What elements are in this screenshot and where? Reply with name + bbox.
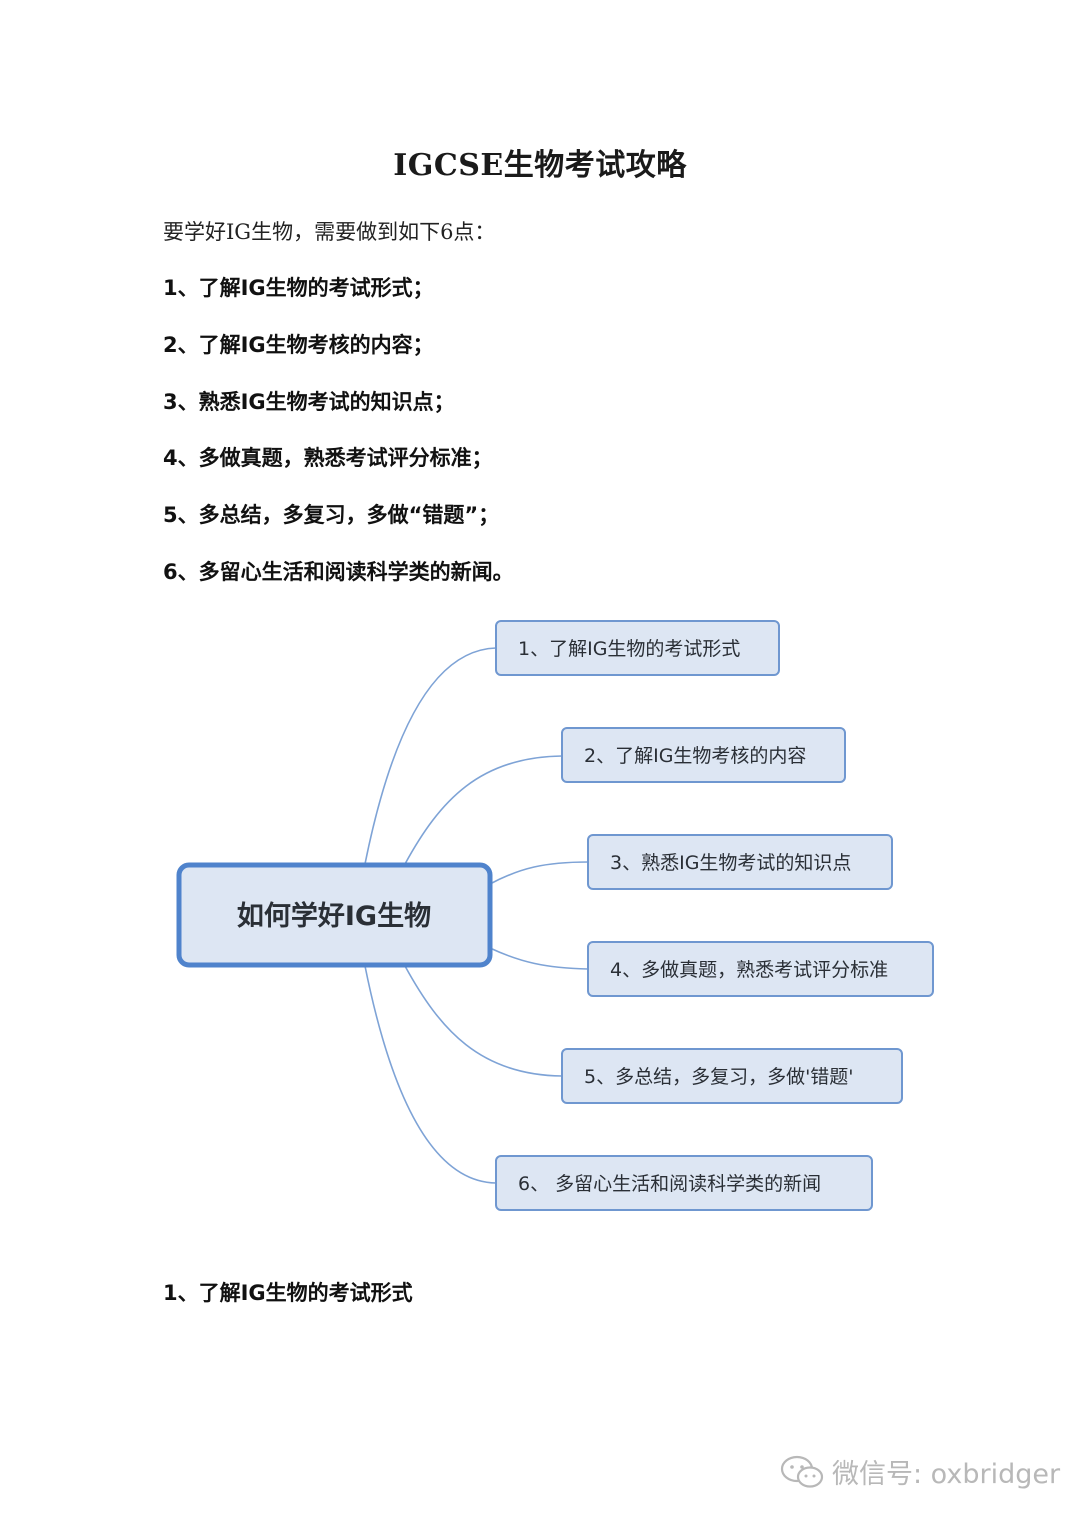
branch-4-label: 4、多做真题，熟悉考试评分标准 [610, 959, 888, 981]
mindmap-branch-1: 1、了解IG生物的考试形式 [495, 620, 780, 676]
mindmap-branch-2: 2、了解IG生物考核的内容 [561, 727, 846, 783]
connector-2 [404, 755, 563, 865]
point-6: 6、多留心生活和阅读科学类的新闻。 [163, 560, 514, 584]
connector-5 [404, 965, 563, 1077]
mindmap-branch-6: 6、 多留心生活和阅读科学类的新闻 [495, 1155, 873, 1211]
mindmap-branch-5: 5、多总结，多复习，多做'错题' [561, 1048, 903, 1104]
point-2: 2、了解IG生物考核的内容； [163, 333, 434, 357]
mindmap-connectors [364, 647, 589, 1184]
mindmap-diagram: 如何学好IG生物 1、了解IG生物的考试形式 2、了解IG生物考核的内容 3、熟… [176, 620, 934, 1211]
connector-1 [364, 647, 497, 865]
point-3: 3、熟悉IG生物考试的知识点； [163, 390, 455, 414]
connector-4 [489, 947, 589, 970]
section-heading: 1、了解IG生物的考试形式 [163, 1281, 413, 1305]
point-4: 4、多做真题，熟悉考试评分标准； [163, 446, 493, 470]
center-node-label: 如何学好IG生物 [237, 900, 431, 932]
watermark: 微信号: oxbridger [780, 1452, 1060, 1491]
connector-6 [364, 965, 497, 1184]
mindmap-center-node: 如何学好IG生物 [176, 862, 493, 968]
mindmap-branch-3: 3、熟悉IG生物考试的知识点 [587, 834, 893, 890]
branch-3-label: 3、熟悉IG生物考试的知识点 [610, 852, 851, 874]
branch-5-label: 5、多总结，多复习，多做'错题' [584, 1066, 854, 1088]
watermark-text: 微信号: oxbridger [832, 1459, 1061, 1490]
intro-text: 要学好IG生物，需要做到如下6点： [163, 220, 496, 244]
branch-2-label: 2、了解IG生物考核的内容 [584, 745, 806, 767]
wechat-icon [780, 1455, 824, 1488]
document-title: IGCSE生物考试攻略 [393, 148, 687, 183]
point-5: 5、多总结，多复习，多做“错题”； [163, 503, 500, 527]
mindmap-branch-4: 4、多做真题，熟悉考试评分标准 [587, 941, 934, 997]
branch-1-label: 1、了解IG生物的考试形式 [518, 638, 740, 660]
connector-3 [489, 861, 589, 885]
branch-6-label: 6、 多留心生活和阅读科学类的新闻 [518, 1173, 821, 1195]
point-1: 1、了解IG生物的考试形式； [163, 276, 434, 300]
